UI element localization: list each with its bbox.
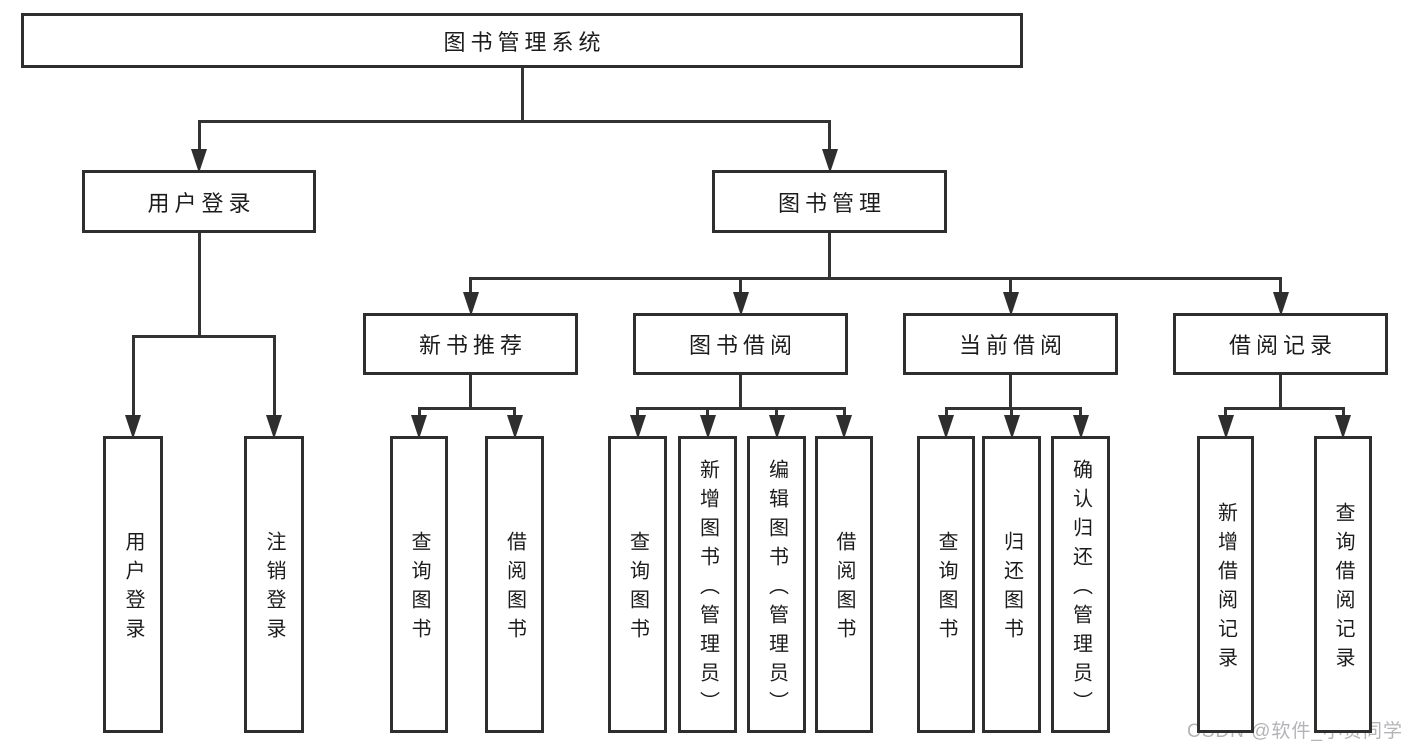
node-label: 借阅图书 bbox=[503, 531, 526, 647]
connector-line bbox=[775, 407, 778, 416]
node-label: 图书管理 bbox=[777, 190, 886, 216]
connector-line bbox=[739, 277, 742, 293]
node-book-mgmt: 图书管理 bbox=[712, 170, 947, 233]
connector-line bbox=[469, 277, 1282, 280]
connector-line bbox=[1009, 375, 1012, 407]
connector-line bbox=[636, 407, 846, 410]
connector-line bbox=[828, 233, 831, 277]
arrowhead-icon bbox=[1217, 415, 1234, 439]
arrowhead-icon bbox=[191, 149, 207, 173]
connector-line bbox=[1341, 407, 1345, 416]
connector-line bbox=[417, 407, 516, 410]
arrowhead-icon bbox=[125, 415, 141, 439]
node-root: 图书管理系统 bbox=[21, 13, 1023, 68]
node-label: 确认归还（管理员） bbox=[1069, 458, 1092, 720]
connector-line bbox=[706, 407, 709, 416]
arrowhead-icon bbox=[699, 415, 716, 439]
connector-line bbox=[417, 407, 421, 416]
node-label: 新增图书（管理员） bbox=[696, 458, 719, 720]
connector-line bbox=[1010, 407, 1013, 416]
node-borrow-books-rec: 借阅图书 bbox=[485, 436, 544, 733]
node-label: 借阅图书 bbox=[833, 531, 855, 647]
arrowhead-icon bbox=[411, 415, 427, 439]
node-borrow-books-borrow: 借阅图书 bbox=[815, 436, 873, 733]
arrowhead-icon bbox=[1002, 292, 1019, 316]
node-borrow-record: 借阅记录 bbox=[1173, 313, 1388, 375]
connector-line bbox=[513, 407, 516, 416]
node-label: 查询图书 bbox=[408, 531, 430, 647]
connector-line bbox=[842, 407, 846, 416]
connector-line bbox=[1224, 407, 1345, 410]
arrowhead-icon bbox=[938, 415, 954, 439]
node-label: 注销登录 bbox=[263, 531, 285, 647]
arrowhead-icon bbox=[836, 415, 852, 439]
node-label: 图书借阅 bbox=[688, 333, 797, 358]
node-label: 用户登录 bbox=[147, 190, 256, 216]
arrowhead-icon bbox=[768, 415, 785, 439]
connector-line bbox=[944, 407, 948, 416]
node-query-books-current: 查询图书 bbox=[917, 436, 975, 733]
node-query-books-rec: 查询图书 bbox=[390, 436, 448, 733]
connector-line bbox=[636, 407, 639, 416]
connector-line bbox=[739, 375, 742, 407]
connector-line bbox=[469, 277, 472, 293]
node-return-books: 归还图书 bbox=[982, 436, 1041, 733]
node-book-borrow: 图书借阅 bbox=[633, 313, 848, 375]
arrowhead-icon bbox=[732, 292, 749, 316]
node-query-borrow-record: 查询借阅记录 bbox=[1314, 436, 1372, 733]
node-label: 新增借阅记录 bbox=[1214, 502, 1237, 676]
node-label: 图书管理系统 bbox=[443, 29, 606, 55]
connector-line bbox=[197, 233, 201, 335]
node-confirm-return: 确认归还（管理员） bbox=[1051, 436, 1110, 733]
connector-line bbox=[520, 68, 524, 120]
node-label: 编辑图书（管理员） bbox=[765, 458, 788, 720]
connector-line bbox=[131, 335, 276, 338]
node-user-login-leaf: 用户登录 bbox=[103, 436, 163, 733]
node-label: 用户登录 bbox=[122, 531, 144, 647]
node-user-login-branch: 用户登录 bbox=[82, 170, 316, 233]
connector-line bbox=[944, 407, 1082, 410]
connector-line bbox=[1009, 277, 1012, 293]
node-edit-books: 编辑图书（管理员） bbox=[747, 436, 806, 733]
arrowhead-icon bbox=[821, 149, 838, 173]
arrowhead-icon bbox=[1072, 415, 1089, 439]
connector-line bbox=[469, 375, 472, 407]
arrowhead-icon bbox=[462, 292, 479, 316]
node-label: 查询图书 bbox=[935, 531, 957, 647]
node-label: 当前借阅 bbox=[958, 333, 1067, 358]
node-label: 新书推荐 bbox=[418, 333, 527, 358]
connector-line bbox=[1279, 277, 1282, 293]
connector-line bbox=[197, 120, 831, 123]
arrowhead-icon bbox=[1003, 415, 1020, 439]
node-label: 归还图书 bbox=[1000, 531, 1023, 647]
connector-line bbox=[828, 120, 831, 150]
connector-line bbox=[197, 120, 201, 150]
arrowhead-icon bbox=[1335, 415, 1351, 439]
connector-line bbox=[1224, 407, 1227, 416]
connector-line bbox=[1079, 407, 1082, 416]
node-label: 查询借阅记录 bbox=[1332, 502, 1354, 676]
node-label: 借阅记录 bbox=[1228, 333, 1337, 358]
node-label: 查询图书 bbox=[626, 531, 649, 647]
node-add-books: 新增图书（管理员） bbox=[678, 436, 737, 733]
connector-line bbox=[272, 335, 276, 416]
node-add-borrow-record: 新增借阅记录 bbox=[1197, 436, 1254, 733]
connector-line bbox=[1279, 375, 1282, 407]
arrowhead-icon bbox=[506, 415, 523, 439]
node-new-book-rec: 新书推荐 bbox=[363, 313, 578, 375]
node-logout-leaf: 注销登录 bbox=[244, 436, 304, 733]
arrowhead-icon bbox=[1272, 292, 1289, 316]
node-current-borrow: 当前借阅 bbox=[903, 313, 1118, 375]
arrowhead-icon bbox=[629, 415, 646, 439]
arrowhead-icon bbox=[266, 415, 282, 439]
node-query-books-borrow: 查询图书 bbox=[608, 436, 667, 733]
connector-line bbox=[131, 335, 135, 416]
